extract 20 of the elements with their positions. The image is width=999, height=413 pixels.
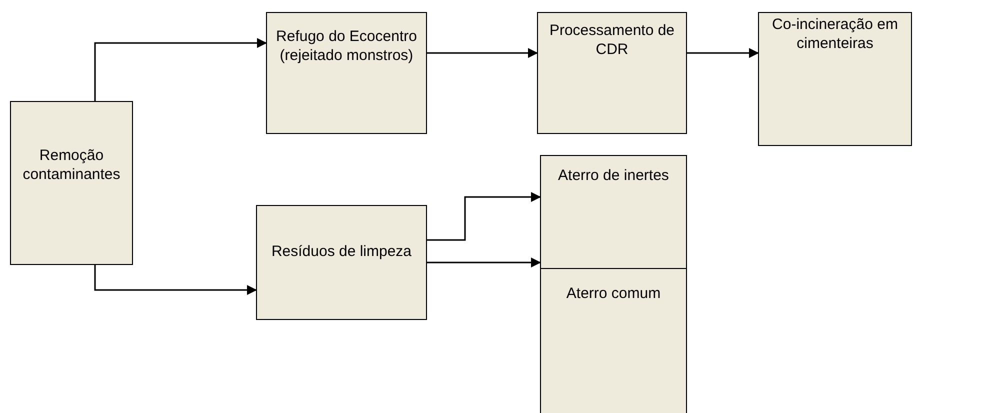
arrow [687,48,759,58]
process-box [266,12,427,134]
process-box [540,268,687,413]
arrow [94,265,257,295]
process-box [256,205,427,320]
process-box [758,12,912,146]
arrow [427,48,538,58]
arrow [427,192,541,241]
process-box [10,101,133,265]
arrow [427,258,541,268]
process-box [537,12,687,134]
arrow [94,38,267,101]
box-label: Co-incineração em cimenteiras [771,15,899,53]
process-box [540,155,687,270]
box-label: Remoção contaminantes [22,146,122,184]
box-label: Aterro de inertes [558,166,669,185]
box-label: Aterro comum [566,284,661,303]
box-label: Resíduos de limpeza [271,242,412,261]
box-label: Refugo do Ecocentro (rejeitado monstros) [275,27,418,65]
box-label: Processamento de CDR [548,21,676,59]
